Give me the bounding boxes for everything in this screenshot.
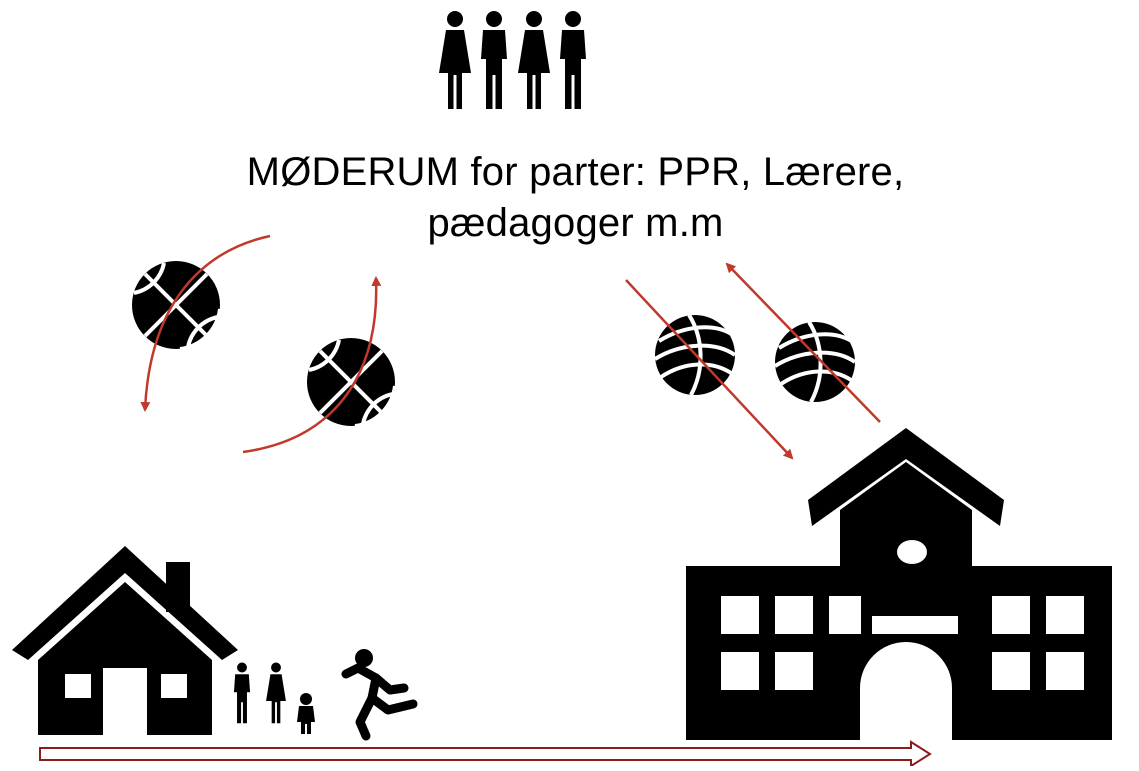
meeting-room-caption-line-2: pædagoger m.m	[427, 201, 724, 245]
straight-arrow	[725, 262, 881, 423]
school-building-icon	[686, 428, 1112, 740]
people-group-icon	[439, 11, 586, 109]
running-child-icon	[341, 649, 418, 741]
timeline-arrow	[39, 740, 932, 768]
curved-arrow	[242, 276, 382, 454]
curved-arrow	[140, 234, 271, 412]
basketball-icon	[130, 259, 222, 351]
straight-arrow	[625, 279, 794, 460]
house-icon	[12, 546, 238, 735]
family-icon	[233, 662, 315, 734]
meeting-room-caption-line-1: MØDERUM for parter: PPR, Lærere,	[246, 150, 905, 194]
volleyball-icon	[773, 320, 857, 404]
basketball-icon	[305, 336, 397, 428]
